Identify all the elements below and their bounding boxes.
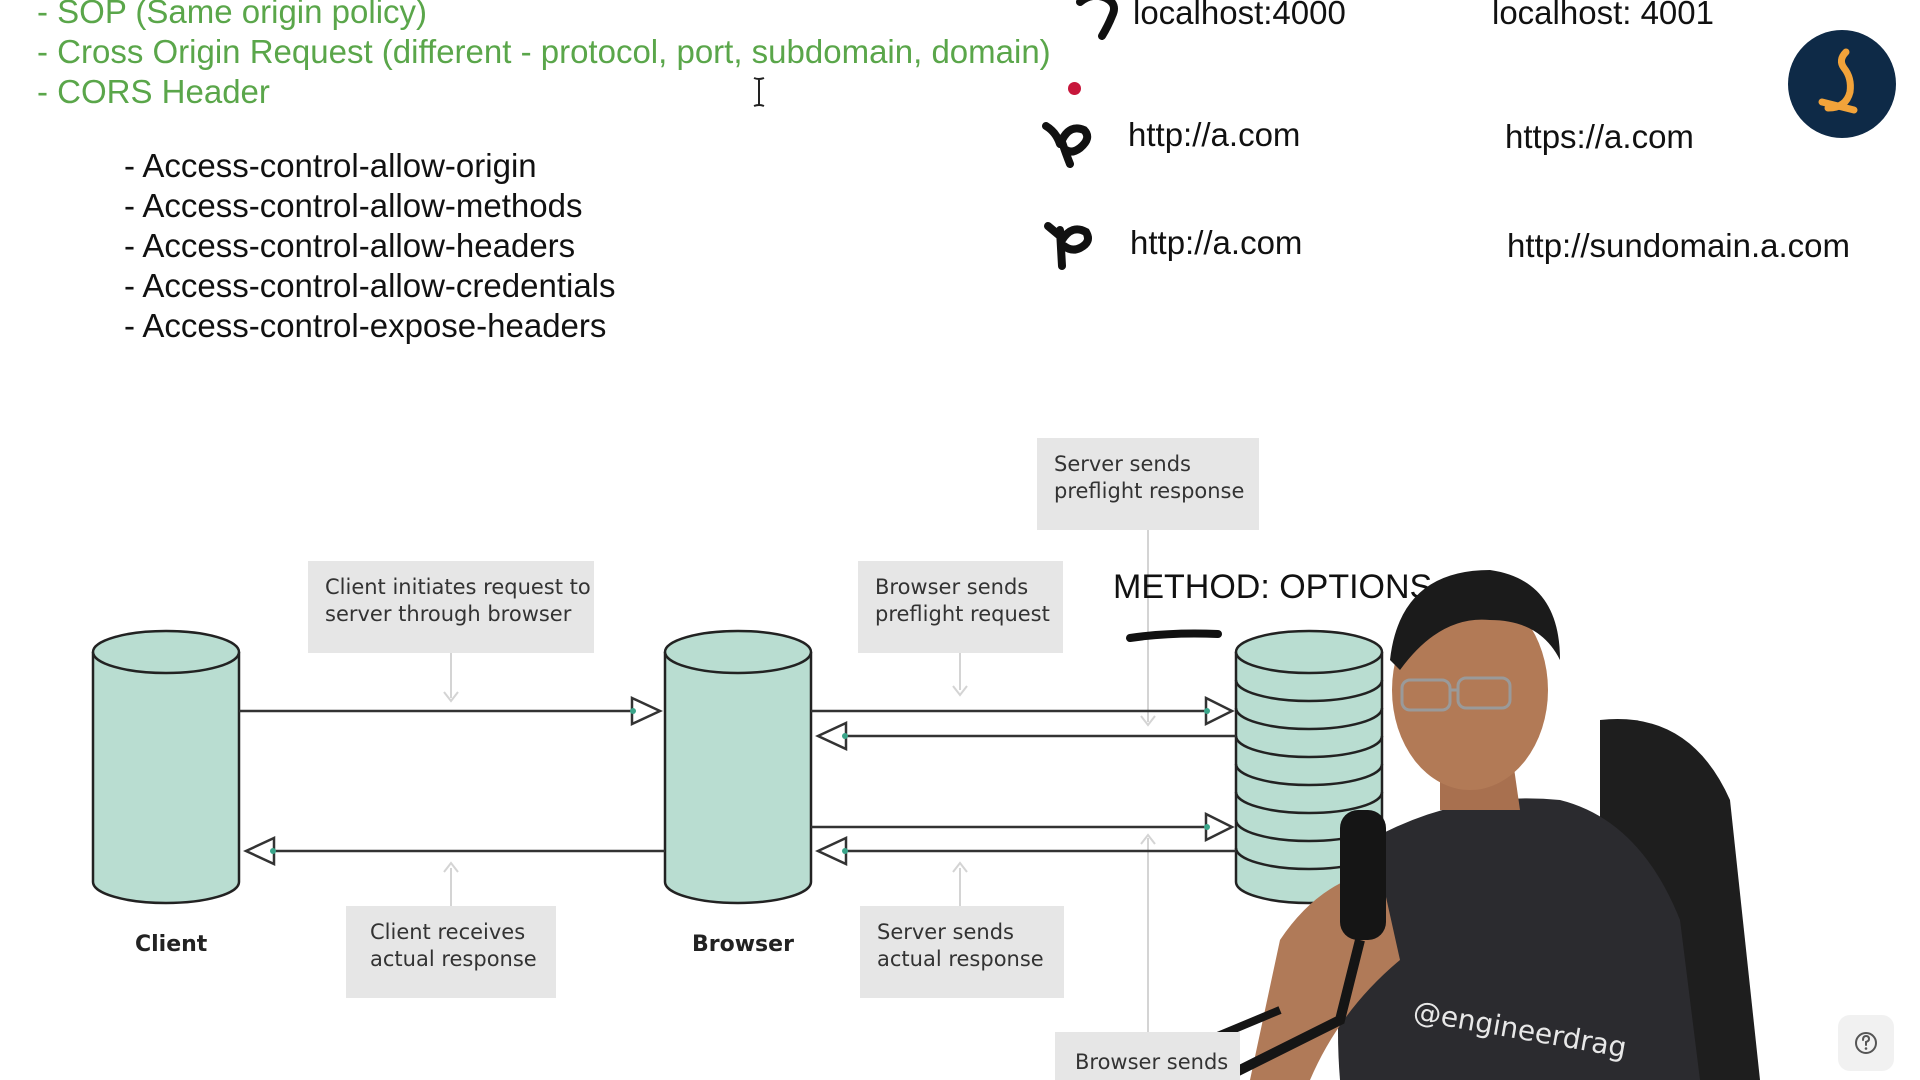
cors-header-item: - Access-control-allow-origin (124, 147, 537, 184)
presenter-webcam-overlay: @engineerdrag (1158, 570, 1760, 1080)
note-sop: - SOP (Same origin policy) (37, 0, 428, 30)
box-line: preflight response (1054, 479, 1245, 503)
box-line: actual response (877, 947, 1044, 971)
notes-block: - SOP (Same origin policy) - Cross Origi… (37, 0, 1051, 112)
browser-preflight-request-box: Browser sends preflight request (858, 561, 1063, 653)
browser-cylinder (663, 629, 813, 905)
box-line: preflight request (875, 602, 1050, 626)
handwritten-cross-mark-icon (1042, 122, 1092, 168)
red-pointer-dot (1068, 82, 1081, 95)
client-cylinder (91, 629, 241, 905)
text-cursor-icon (753, 77, 765, 107)
question-circle-icon (1855, 1032, 1877, 1054)
client-label: Client (135, 932, 208, 957)
note-cross-origin: - Cross Origin Request (different - prot… (37, 33, 1051, 70)
comparison-left-3: http://a.com (1130, 224, 1303, 261)
box-line: Client receives (370, 920, 526, 944)
method-options-label: METHOD: OPTIONS (1113, 568, 1433, 606)
browser-label: Browser (692, 932, 794, 957)
note-cors-header: - CORS Header (37, 73, 270, 110)
server-actual-response-box: Server sends actual response (860, 906, 1064, 998)
cors-header-item: - Access-control-allow-methods (124, 187, 583, 224)
server-preflight-response-box: Server sends preflight response (1037, 438, 1259, 530)
help-button[interactable] (1838, 1015, 1894, 1071)
handwritten-cross-mark-icon (1044, 222, 1092, 270)
comparison-right-2: https://a.com (1505, 118, 1694, 155)
browser-sends-partial-box: Browser sends (1055, 1032, 1240, 1080)
box-line: Server sends (1054, 452, 1191, 476)
cors-header-item: - Access-control-allow-credentials (124, 267, 616, 304)
client-receives-box: Client receives actual response (346, 906, 556, 998)
comparison-right-1: localhost: 4001 (1492, 0, 1714, 31)
box-line: actual response (370, 947, 537, 971)
cors-header-item: - Access-control-expose-headers (124, 307, 607, 344)
comparison-left-2: http://a.com (1128, 116, 1301, 153)
cors-header-item: - Access-control-allow-headers (124, 227, 576, 264)
channel-logo-icon (1788, 30, 1896, 138)
client-initiates-box: Client initiates request to server throu… (308, 561, 594, 653)
comparison-right-3: http://sundomain.a.com (1507, 227, 1851, 264)
box-line: Client initiates request to (325, 575, 591, 599)
comparison-left-1: localhost:4000 (1133, 0, 1346, 31)
box-line: server through browser (325, 602, 572, 626)
handwritten-cross-mark-icon (1076, 0, 1118, 40)
box-line: Server sends (877, 920, 1014, 944)
box-line: Browser sends (875, 575, 1029, 599)
cors-headers-list: - Access-control-allow-origin - Access-c… (124, 146, 616, 346)
